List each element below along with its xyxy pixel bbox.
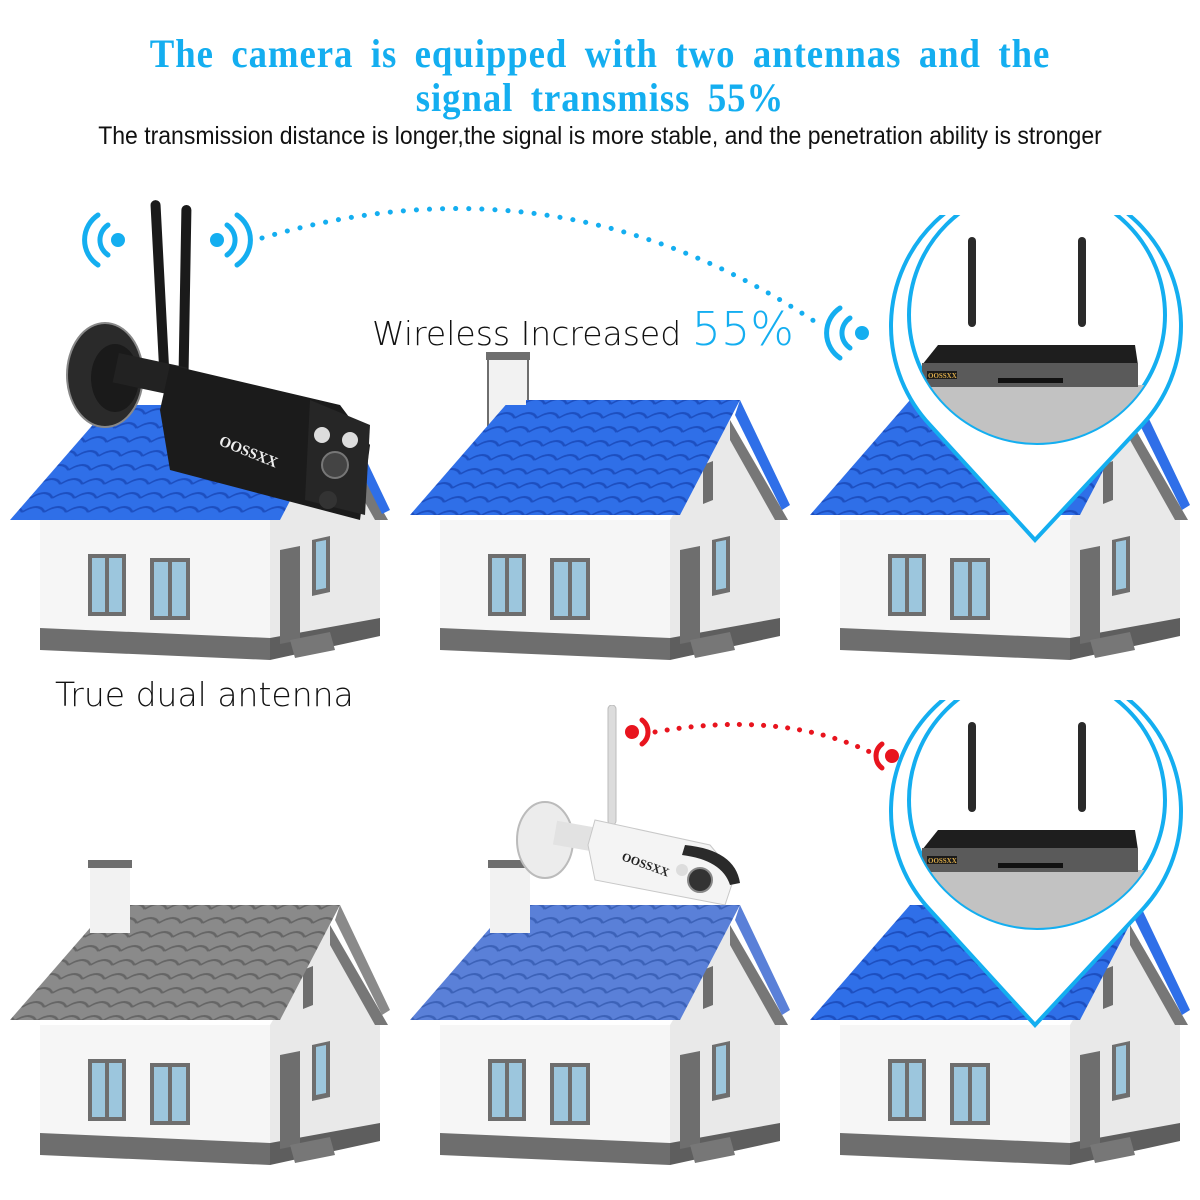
nvr-callout-pin-bottom: OOSSXX <box>880 700 1200 1040</box>
weak-signal-path <box>652 721 873 755</box>
nvr-brand-label: OOSSXX <box>928 372 957 380</box>
house-2-top <box>400 350 800 670</box>
subtitle: The transmission distance is longer,the … <box>98 122 1102 150</box>
wifi-signal-icon-left <box>80 205 130 275</box>
nvr-callout-pin-top: OOSSXX <box>880 215 1200 555</box>
strong-signal-path <box>0 0 1200 400</box>
red-signal-icon-right <box>866 736 906 776</box>
wifi-signal-icon-right <box>205 205 255 275</box>
nvr-brand-label-bottom: OOSSXX <box>928 857 957 865</box>
house-2-bottom <box>400 855 800 1175</box>
camera-caption: True dual antenna <box>55 675 354 714</box>
house-1-bottom <box>0 855 400 1175</box>
wireless-increased-percent: 55% <box>691 302 794 356</box>
wireless-increased-text: Wireless Increased <box>372 314 682 353</box>
wireless-increased-label: Wireless Increased 55% <box>372 302 794 356</box>
dual-antenna-camera: OOSSXX <box>60 200 380 520</box>
headline-line-1: The camera is equipped with two antennas… <box>149 31 1051 76</box>
wifi-signal-icon-receiver <box>822 298 872 368</box>
single-antenna-camera: OOSSXX <box>510 705 750 905</box>
headline-line-2: signal transmiss 55% <box>415 75 785 120</box>
red-signal-icon-left <box>620 712 660 752</box>
